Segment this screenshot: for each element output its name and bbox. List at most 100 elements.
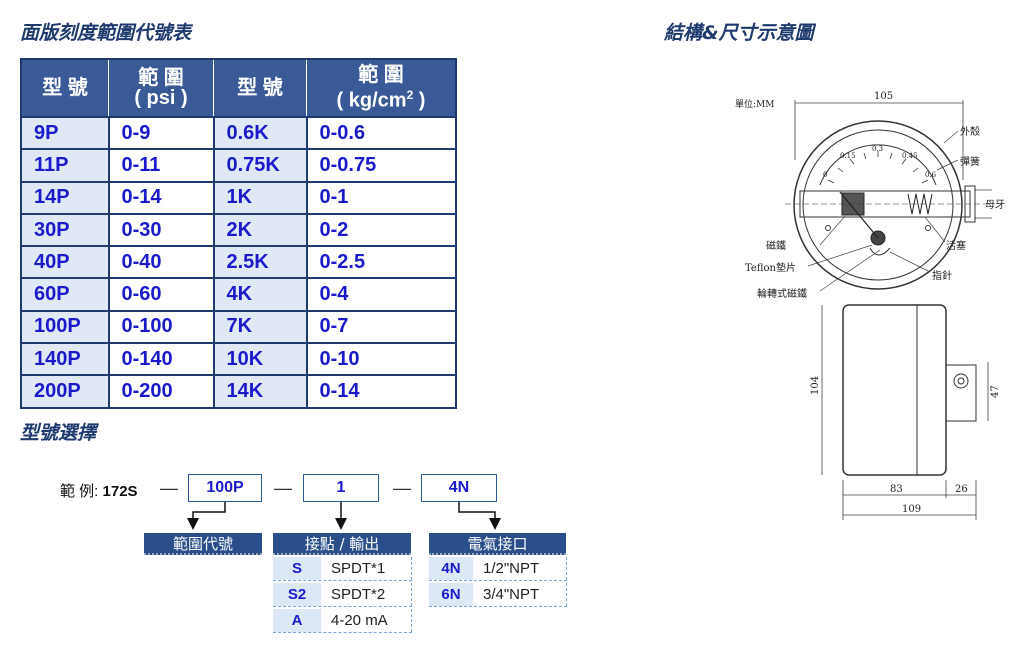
- range-kg-cell: 0-7: [305, 309, 457, 345]
- model-psi-cell: 100P: [20, 309, 110, 345]
- dim-stem: 26: [955, 484, 968, 495]
- side-body: [842, 304, 947, 476]
- model-kg-cell: 1K: [212, 180, 308, 215]
- scale-06: 0.6: [925, 171, 937, 179]
- model-psi-cell: 9P: [20, 115, 110, 151]
- model-kg-cell: 2K: [212, 212, 308, 248]
- model-kg-cell: 10K: [212, 342, 308, 377]
- contact-option-value: 4-20 mA: [321, 609, 412, 632]
- header-model-kg: 型 號: [213, 58, 307, 118]
- model-selection-title: 型號選擇: [20, 422, 97, 444]
- model-psi-cell: 60P: [20, 277, 110, 312]
- model-psi-cell: 14P: [20, 180, 110, 215]
- example-label: 範 例:: [60, 483, 99, 500]
- unit-label: 單位:MM: [735, 98, 774, 110]
- header-model-psi: 型 號: [20, 58, 109, 118]
- port-arrow: [458, 502, 501, 530]
- contact-option-code: S2: [273, 583, 321, 606]
- diagram-title: 結構&尺寸示意圖: [664, 22, 814, 44]
- range-table-title: 面版刻度範圍代號表: [20, 22, 192, 44]
- separator-dash: —: [274, 478, 292, 498]
- contact-code-box: 1: [303, 474, 379, 502]
- model-psi-cell: 40P: [20, 245, 110, 280]
- dial-outer: [793, 120, 963, 290]
- scale-045: 0.45: [902, 152, 918, 160]
- range-code-box: 100P: [188, 474, 262, 502]
- range-kg-cell: 0-4: [305, 277, 457, 312]
- model-psi-cell: 30P: [20, 212, 110, 248]
- piston-tube: [799, 190, 971, 218]
- range-kg-cell: 0-10: [305, 342, 457, 377]
- range-kg-cell: 0-1: [305, 180, 457, 215]
- label-nut: 母牙: [985, 199, 1005, 211]
- range-psi-cell: 0-30: [107, 212, 215, 248]
- port-option-code: 6N: [429, 583, 473, 606]
- port-option-code: 4N: [429, 557, 473, 580]
- model-psi-cell: 140P: [20, 342, 110, 377]
- separator-dash: —: [393, 478, 411, 498]
- model-kg-cell: 0.6K: [212, 115, 308, 151]
- label-magnet: 磁鐵: [766, 239, 786, 252]
- header-unit-kg-sup: 2: [406, 88, 414, 103]
- model-psi-cell: 11P: [20, 148, 110, 183]
- spring: [907, 193, 933, 215]
- range-psi-cell: 0-100: [107, 309, 215, 345]
- contact-option-code: S: [273, 557, 321, 580]
- dim-port: 47: [990, 385, 1001, 398]
- range-psi-cell: 0-9: [107, 115, 215, 151]
- range-code-header: 範圍代號: [144, 533, 262, 555]
- range-psi-cell: 0-60: [107, 277, 215, 312]
- dim-body: 83: [890, 484, 903, 495]
- range-psi-cell: 0-200: [107, 374, 215, 409]
- label-pointer: 指針: [932, 269, 952, 282]
- electrical-port-header: 電氣接口: [429, 533, 566, 555]
- dial-inner: [802, 129, 954, 281]
- range-table-header: 型 號 範 圍 ( psi ) 型 號 範 圍 ( kg/cm2 ): [20, 58, 457, 118]
- contact-option-code: A: [273, 609, 321, 632]
- model-kg-cell: 7K: [212, 309, 308, 345]
- contact-option-value: SPDT*2: [321, 583, 412, 606]
- separator-dash: —: [160, 478, 178, 498]
- model-kg-cell: 14K: [212, 374, 308, 409]
- label-case: 外殼: [960, 125, 980, 138]
- port-option-value: 3/4"NPT: [473, 583, 567, 606]
- scale-03: 0.3: [872, 145, 883, 153]
- label-spring: 彈簧: [960, 155, 980, 168]
- range-psi-cell: 0-40: [107, 245, 215, 280]
- model-psi-cell: 200P: [20, 374, 110, 409]
- model-kg-cell: 0.75K: [212, 148, 308, 183]
- range-arrow: [187, 502, 226, 530]
- label-rotary-magnet: 輪轉式磁鐵: [757, 287, 807, 300]
- model-kg-cell: 4K: [212, 277, 308, 312]
- model-kg-cell: 2.5K: [212, 245, 308, 280]
- range-psi-cell: 0-140: [107, 342, 215, 377]
- header-unit-kg: ( kg/cm: [336, 89, 407, 112]
- range-psi-cell: 0-14: [107, 180, 215, 215]
- range-kg-cell: 0-0.6: [305, 115, 457, 151]
- contact-option-value: SPDT*1: [321, 557, 412, 580]
- range-kg-cell: 0-0.75: [305, 148, 457, 183]
- label-piston: 活塞: [946, 239, 966, 252]
- scale-0: 0: [823, 171, 827, 179]
- port-option-value: 1/2"NPT: [473, 557, 567, 580]
- scale-015: 0.15: [840, 152, 856, 160]
- range-psi-cell: 0-11: [107, 148, 215, 183]
- range-kg-cell: 0-2: [305, 212, 457, 248]
- range-kg-cell: 0-2.5: [305, 245, 457, 280]
- dial-arc: [819, 144, 937, 186]
- example-base-model: 172S: [102, 483, 138, 500]
